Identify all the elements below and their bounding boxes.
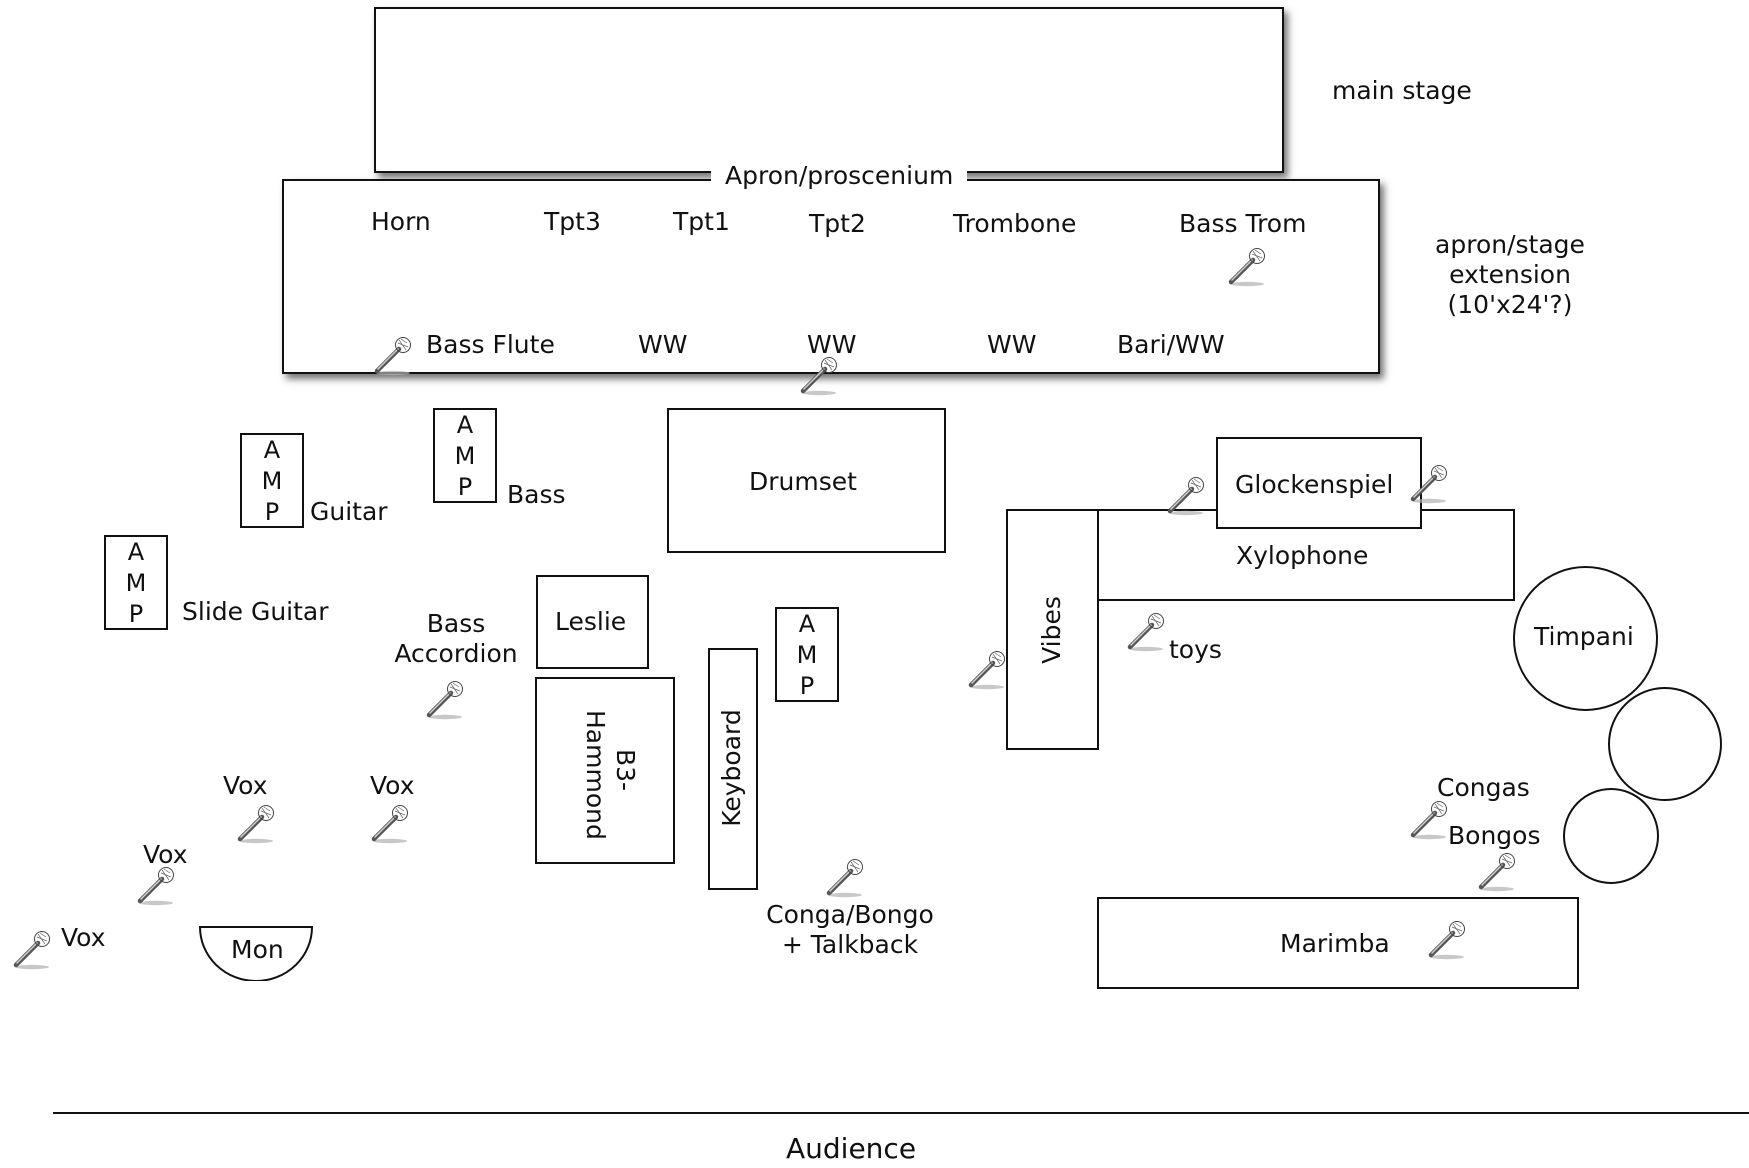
timpani-medium	[1608, 687, 1722, 801]
tpt1-label: Tpt1	[673, 207, 730, 236]
amp-letter-m: M	[261, 467, 283, 495]
conga-bongo-talkback-label: Conga/Bongo + Talkback	[745, 900, 955, 960]
microphone-icon	[425, 680, 465, 720]
main-stage-label: main stage	[1332, 76, 1472, 105]
b3-hammond-label: B3- Hammond	[570, 710, 640, 840]
microphone-icon	[136, 866, 176, 906]
bass-flute-label: Bass Flute	[426, 330, 555, 359]
conga-bongo-line-1: Conga/Bongo	[766, 900, 934, 929]
audience-line	[53, 1112, 1749, 1114]
bass-label: Bass	[507, 480, 566, 509]
apron-extension-label: apron/stage extension (10'x24'?)	[1415, 230, 1605, 320]
vox-label-2: Vox	[370, 771, 415, 800]
microphone-icon	[12, 930, 52, 970]
amp-letter-m: M	[796, 641, 818, 669]
drumset-label: Drumset	[749, 467, 857, 496]
microphone-icon	[1477, 852, 1517, 892]
keyboard-amp: A M P	[775, 607, 839, 702]
timpani-small	[1563, 788, 1659, 884]
vibes-label: Vibes	[1037, 596, 1066, 664]
microphone-icon	[1166, 476, 1206, 516]
microphone-icon	[373, 336, 413, 376]
keyboard	[708, 648, 758, 890]
main-stage	[374, 7, 1284, 173]
ww-label-2: WW	[807, 330, 857, 359]
amp-letter-p: P	[799, 672, 815, 700]
apron-stage-extension	[282, 179, 1380, 374]
glockenspiel-label: Glockenspiel	[1235, 470, 1394, 499]
apron-extension-line-1: apron/stage	[1435, 230, 1585, 259]
vibes	[1006, 509, 1099, 750]
tpt2-label: Tpt2	[809, 209, 866, 238]
bongos-label: Bongos	[1448, 821, 1541, 850]
leslie-label: Leslie	[555, 607, 627, 636]
microphone-icon	[799, 356, 839, 396]
bass-accordion-line-2: Accordion	[394, 639, 518, 668]
bass-amp: A M P	[433, 408, 497, 503]
xylophone-label: Xylophone	[1236, 541, 1369, 570]
marimba-label: Marimba	[1280, 929, 1390, 958]
vox-label-4: Vox	[61, 923, 106, 952]
drumset	[667, 408, 946, 553]
vox-label-1: Vox	[223, 771, 268, 800]
microphone-icon	[370, 804, 410, 844]
apron-proscenium-label: Apron/proscenium	[711, 161, 968, 191]
amp-letter-m: M	[125, 569, 147, 597]
toys-label: toys	[1169, 635, 1222, 664]
b3-hammond-line-1: B3-	[611, 748, 640, 792]
vox-label-3: Vox	[143, 840, 188, 869]
monitor-wedge	[198, 926, 314, 981]
audience-label: Audience	[786, 1132, 917, 1165]
marimba	[1097, 897, 1579, 989]
bass-accordion-line-1: Bass	[426, 609, 486, 638]
microphone-icon	[1409, 464, 1449, 504]
amp-letter-a: A	[456, 411, 474, 439]
timpani-large	[1513, 566, 1658, 711]
monitor-label: Mon	[231, 935, 284, 964]
guitar-amp: A M P	[240, 433, 304, 528]
apron-extension-line-3: (10'x24'?)	[1447, 290, 1573, 319]
keyboard-label: Keyboard	[717, 709, 746, 827]
amp-letter-p: P	[457, 473, 473, 501]
microphone-icon	[1427, 920, 1467, 960]
timpani-label: Timpani	[1534, 622, 1634, 651]
microphone-icon	[825, 858, 865, 898]
bass-accordion-label: Bass Accordion	[386, 609, 526, 669]
ww-label-3: WW	[987, 330, 1037, 359]
b3-hammond	[535, 677, 675, 864]
glockenspiel	[1216, 437, 1422, 529]
horn-label: Horn	[371, 207, 431, 236]
conga-bongo-line-2: + Talkback	[781, 930, 919, 959]
microphone-icon	[967, 650, 1007, 690]
amp-letter-a: A	[798, 610, 816, 638]
ww-label-1: WW	[638, 330, 688, 359]
bass-trom-label: Bass Trom	[1179, 209, 1307, 238]
amp-letter-a: A	[263, 436, 281, 464]
amp-letter-m: M	[454, 442, 476, 470]
apron-extension-line-2: extension	[1449, 260, 1571, 289]
amp-letter-p: P	[264, 498, 280, 526]
amp-letter-p: P	[128, 600, 144, 628]
guitar-label: Guitar	[310, 497, 388, 526]
b3-hammond-line-2: Hammond	[581, 710, 610, 840]
amp-letter-a: A	[127, 538, 145, 566]
microphone-icon	[1409, 800, 1449, 840]
microphone-icon	[1227, 247, 1267, 287]
slide-guitar-amp: A M P	[104, 535, 168, 630]
trombone-label: Trombone	[953, 209, 1077, 238]
leslie	[536, 575, 649, 669]
microphone-icon	[1126, 612, 1166, 652]
tpt3-label: Tpt3	[544, 207, 601, 236]
microphone-icon	[236, 804, 276, 844]
congas-label: Congas	[1437, 773, 1530, 802]
slide-guitar-label: Slide Guitar	[182, 597, 329, 626]
bari-ww-label: Bari/WW	[1117, 330, 1225, 359]
